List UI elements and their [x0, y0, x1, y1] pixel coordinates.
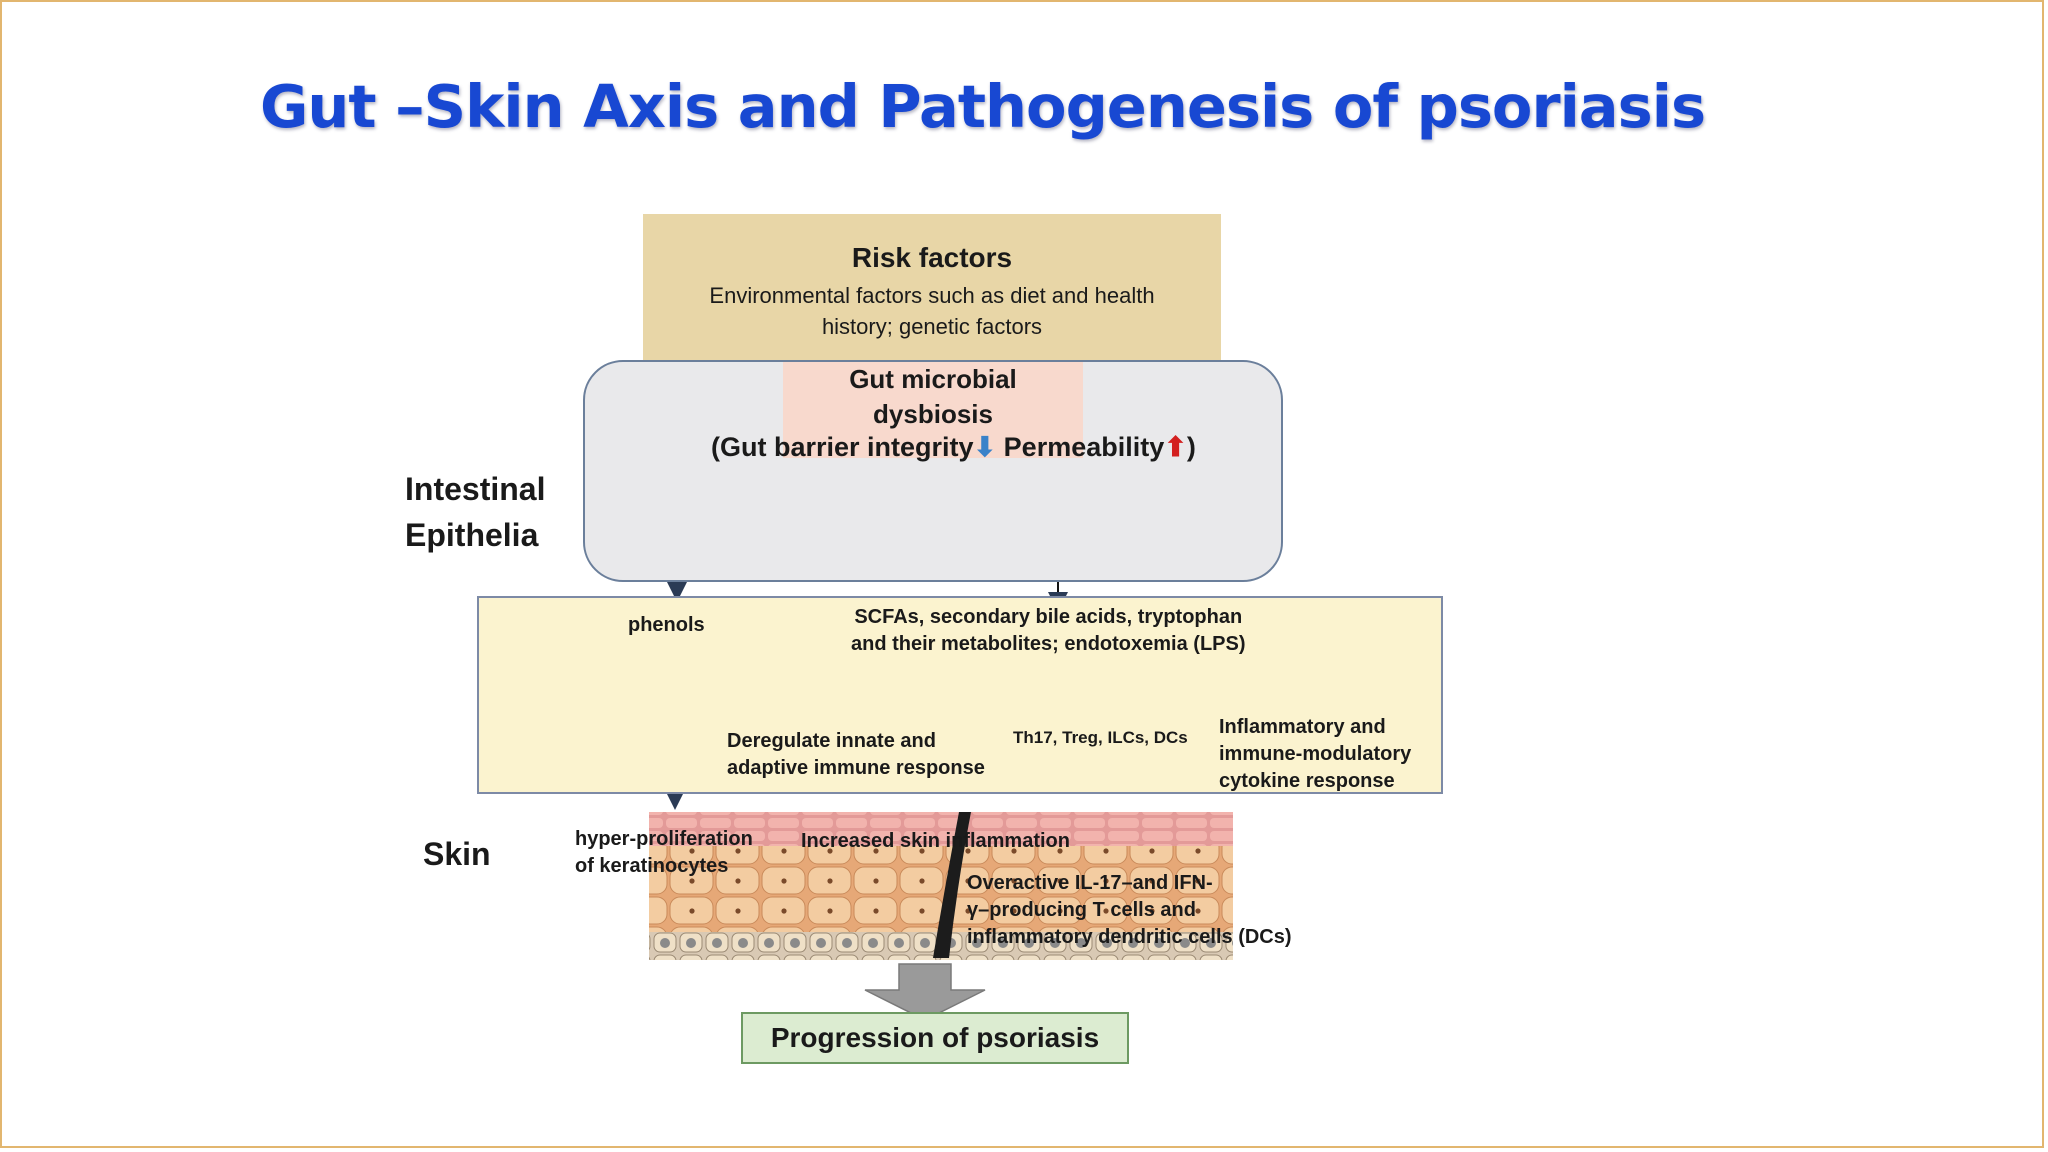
skin-label: Skin: [423, 836, 491, 872]
skin-cross-section: [649, 812, 1233, 960]
hyperproliferation-label: hyper-proliferation of keratinocytes: [575, 826, 753, 880]
integrity-down-arrow-icon: ⬇: [973, 432, 997, 462]
overactive-line-1: Overactive IL-17–and IFN-: [967, 872, 1213, 894]
metabolites-panel: [477, 596, 1443, 794]
permeability-up-arrow-icon: ⬆: [1164, 432, 1187, 462]
risk-factors-line-2: history; genetic factors: [821, 314, 1043, 339]
hyper-line-1: hyper-proliferation: [575, 828, 753, 850]
dysbiosis-label: Gut microbial dysbiosis: [723, 362, 1143, 432]
deregulate-line-2: adaptive immune response: [727, 757, 985, 779]
intestinal-label-line-1: Intestinal: [405, 471, 546, 507]
intestinal-epithelia-label: Intestinal Epithelia: [405, 466, 545, 558]
risk-factors-description: Environmental factors such as diet and h…: [643, 280, 1221, 342]
progression-box: Progression of psoriasis: [741, 1012, 1129, 1064]
scfa-label: SCFAs, secondary bile acids, tryptophan …: [851, 604, 1246, 658]
hyper-line-2: of keratinocytes: [575, 855, 729, 877]
progression-arrow: [864, 963, 986, 1021]
barrier-close: ): [1186, 432, 1196, 462]
dysbiosis-highlight: [783, 362, 1083, 458]
barrier-permeability: Permeability: [996, 432, 1165, 462]
scfa-line-1: SCFAs, secondary bile acids, tryptophan: [854, 606, 1243, 628]
risk-factors-title: Risk factors: [851, 242, 1013, 273]
hair-follicle: [933, 812, 971, 958]
overactive-line-3: inflammatory dendritic cells (DCs): [967, 926, 1292, 948]
overactive-line-2: γ–producing T cells and: [967, 899, 1196, 921]
gut-skin-axis-figure: Risk factors Environmental factors such …: [393, 206, 1453, 1072]
risk-factors-line-1: Environmental factors such as diet and h…: [709, 283, 1155, 308]
cytokine-line-2: immune-modulatory: [1219, 743, 1412, 765]
deregulate-line-1: Deregulate innate and: [727, 730, 936, 752]
cell-types-label: Th17, Treg, ILCs, DCs: [1013, 728, 1188, 747]
dysbiosis-line-2: dysbiosis: [873, 399, 993, 429]
barrier-permeability-label: (Gut barrier integrity⬇ Permeability⬆): [711, 432, 1196, 463]
deregulate-label: Deregulate innate and adaptive immune re…: [727, 728, 985, 782]
cytokine-label: Inflammatory and immune-modulatory cytok…: [1219, 714, 1411, 795]
scfa-line-2: and their metabolites; endotoxemia (LPS): [851, 633, 1246, 655]
risk-factors-box: Risk factors Environmental factors such …: [643, 214, 1221, 360]
skin-inflammation-label: Increased skin inflammation: [801, 830, 1070, 852]
overactive-cells-label: Overactive IL-17–and IFN- γ–producing T …: [967, 870, 1292, 951]
phenols-label: phenols: [628, 614, 705, 636]
dysbiosis-line-1: Gut microbial: [849, 364, 1017, 394]
intestinal-label-line-2: Epithelia: [405, 517, 539, 553]
cytokine-line-3: cytokine response: [1219, 770, 1395, 792]
barrier-open: (Gut barrier integrity: [711, 432, 974, 462]
cytokine-line-1: Inflammatory and: [1219, 716, 1386, 738]
slide-title: Gut –Skin Axis and Pathogenesis of psori…: [260, 72, 1706, 141]
